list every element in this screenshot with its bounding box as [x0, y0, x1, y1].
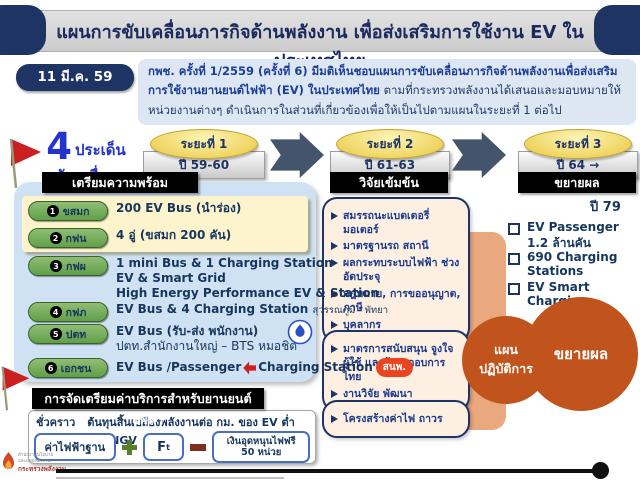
checkbox-icon [508, 253, 520, 265]
arrow-bullet-icon [331, 211, 338, 220]
item-text: EV Bus (รับ-ส่ง พนักงาน) ปตท.สำนักงานใหญ… [116, 324, 298, 353]
research-box-1: สมรรถนะแบตเตอรี่ มอเตอร์ มาตรฐานรถ สถานี… [322, 197, 470, 344]
resolution-bold-text: กพช. ครั้งที่ 1/2559 (ครั้งที่ 6) มีมติเ… [148, 64, 618, 98]
footer-gray-line [56, 477, 284, 479]
item-text: 4 อู่ (ขสมก 200 คัน) [116, 228, 232, 242]
arrow-bullet-icon [331, 320, 338, 329]
logo-text: สำนักงานนโยบาย และแผนพลังงาน กระทรวงพลัง… [18, 453, 67, 473]
eppo-logo: สำนักงานนโยบาย และแผนพลังงาน กระทรวงพลัง… [2, 451, 66, 475]
item-number: 1 [46, 205, 59, 217]
research-box-3: โครงสร้างค่าไฟ ถาวร [322, 400, 470, 438]
target-year: ปี 79 [590, 200, 621, 215]
item-suffix: สุวรรณภูมิ - พัทยา [312, 305, 389, 316]
phase1-label-bar: เตรียมความพร้อม [42, 172, 198, 193]
resolution-normal-text: ตามที่กระทรวงพลังงานได้เสนอและมอบหมายให้… [148, 83, 621, 117]
checkbox-icon [508, 223, 520, 235]
base-tariff-box: ค่าไฟฟ้าฐาน [34, 433, 116, 461]
phase-arrow-icon [270, 132, 324, 178]
arrow-bullet-icon [331, 414, 338, 423]
phase-arrow-icon [452, 132, 506, 178]
date-badge: 11 มี.ค. 59 [16, 64, 134, 91]
item-number: 2 [49, 232, 62, 244]
flame-logo-icon [3, 452, 14, 469]
arrow-bullet-icon [331, 259, 338, 268]
action-plan-circle: แผน ปฏิบัติการ [462, 316, 550, 404]
item-number: 6 [44, 362, 57, 374]
phase3-oval: ระยะที่ 3 [524, 129, 632, 159]
target-item: 690 Charging Stations [508, 250, 640, 278]
bullet-item: โครงสร้างค่าไฟ ถาวร [331, 412, 461, 426]
red-flag-icon [1, 366, 30, 411]
minus-icon [190, 443, 207, 451]
bullet-item: กฎหมาย, การขออนุญาต, ภาษี [331, 287, 461, 315]
item-text: 200 EV Bus (นำร่อง) [116, 201, 242, 215]
phase3-label-bar: ขยายผล [518, 172, 636, 193]
arrow-bullet-icon [331, 242, 338, 251]
bullet-item: มาตรฐานรถ สถานี [331, 239, 461, 253]
title-bar-right-cap [594, 5, 640, 55]
footer-dot [592, 462, 609, 479]
arrow-bullet-icon [331, 289, 338, 298]
resolution-background [138, 59, 636, 125]
bullet-item: ผลกระทบระบบไฟฟ้า ช่วงอัดประจุ [331, 256, 461, 284]
item-text: EV Bus & 4 Charging Station สุวรรณภูมิ -… [116, 302, 389, 316]
plus-icon [121, 439, 137, 455]
bullet-item: บุคลากร [331, 318, 461, 332]
item-number: 5 [49, 328, 62, 340]
driver-word1: ประเด็น [74, 141, 126, 159]
tariff-temp-label: ชั่วคราว [36, 416, 76, 429]
target-item: EV Passenger 1.2 ล้านคัน [508, 220, 640, 253]
title-bar-left-cap [0, 5, 46, 55]
arrow-bullet-icon [331, 389, 338, 398]
red-flag-icon [9, 138, 41, 189]
driver-number: 4 [46, 125, 72, 168]
item-text: EV Bus /Passenger Charging Station สนพ. [116, 358, 414, 377]
arrow-bullet-icon [331, 344, 338, 353]
footer-line [56, 469, 600, 473]
title-bar [6, 10, 636, 52]
item-text: 1 mini Bus & 1 Charging Station EV & Sma… [116, 256, 380, 300]
subsidy-box: เงินอุดหนุนไฟฟรี 50 หน่วย [212, 431, 310, 463]
item-number: 3 [50, 260, 63, 272]
red-arrow-icon [243, 361, 257, 375]
phase1-oval: ระยะที่ 1 [150, 129, 258, 159]
phase2-oval: ระยะที่ 2 [336, 129, 444, 159]
phase2-label-bar: วิจัยเข้มข้น [330, 172, 448, 193]
bullet-item: งานวิจัย พัฒนา [331, 387, 461, 401]
tariff-header-bar: การจัดเตรียมค่าบริการสำหรับยานยนต์ไฟฟ้า [32, 388, 264, 427]
resolution-paragraph: กพช. ครั้งที่ 1/2559 (ครั้งที่ 6) มีมติเ… [148, 62, 630, 120]
checkbox-icon [508, 283, 520, 295]
snp-badge: สนพ. [375, 358, 414, 377]
bullet-item: สมรรถนะแบตเตอรี่ มอเตอร์ [331, 209, 461, 237]
item-number: 4 [49, 306, 62, 318]
ptt-logo-icon [287, 319, 313, 345]
